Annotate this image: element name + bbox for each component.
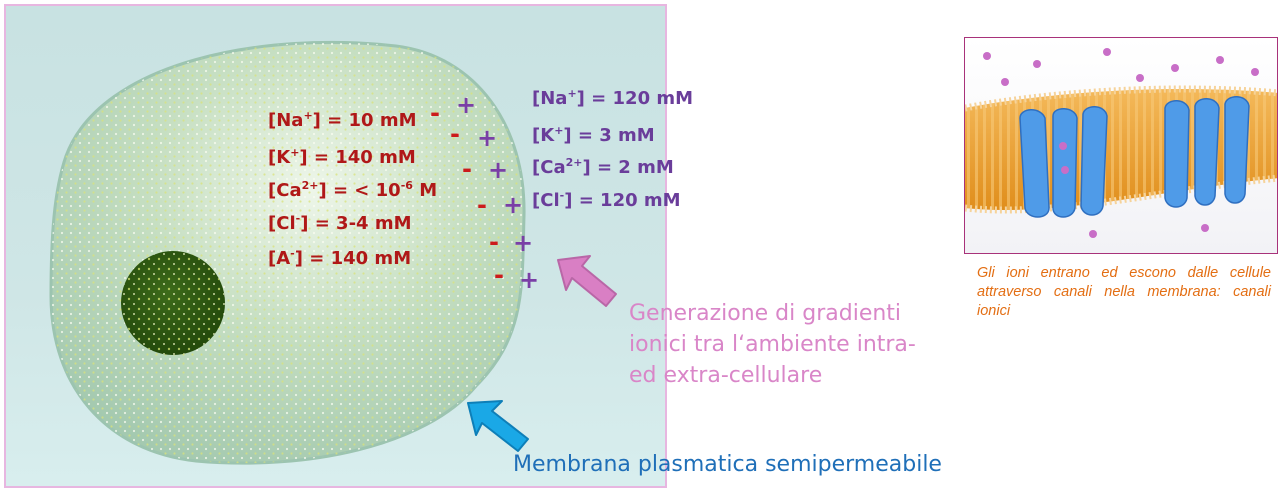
extra-cl-label: [Cl-] = 120 mM <box>532 189 681 211</box>
cell-diagram-panel <box>4 4 667 488</box>
plus-sign: + <box>488 156 509 184</box>
plus-sign: + <box>503 191 524 219</box>
gradient-caption: Generazione di gradienti ionici tra l‘am… <box>629 301 916 388</box>
minus-sign: - <box>462 155 472 183</box>
intra-cl-label: [Cl-] = 3-4 mM <box>268 212 412 234</box>
extra-na-label: [Na+] = 120 mM <box>532 87 694 109</box>
extra-k-label: [K+] = 3 mM <box>532 124 655 146</box>
pink-arrow-icon <box>557 255 617 307</box>
channels-caption: Gli ioni entrano ed escono dalle cellule… <box>977 265 1271 319</box>
intra-na-label: [Na+] = 10 mM <box>268 109 417 131</box>
plus-sign: + <box>456 91 477 119</box>
plus-sign: + <box>519 266 540 294</box>
cell-illustration <box>49 40 526 465</box>
intra-a-label: [A-] = 140 mM <box>268 247 412 269</box>
plus-sign: + <box>513 229 534 257</box>
blue-arrow-icon <box>467 400 529 452</box>
minus-sign: - <box>430 99 440 127</box>
minus-sign: - <box>477 191 487 219</box>
plus-sign: + <box>477 124 498 152</box>
minus-sign: - <box>450 120 460 148</box>
minus-sign: - <box>489 228 499 256</box>
extra-ca-label: [Ca2+] = 2 mM <box>532 156 674 178</box>
minus-sign: - <box>494 261 504 289</box>
membrane-caption: Membrana plasmatica semipermeabile <box>513 452 942 477</box>
ion-channel-picture <box>965 38 1277 253</box>
intra-k-label: [K+] = 140 mM <box>268 146 416 168</box>
ion-channel-illustration <box>964 37 1278 254</box>
intra-ca-label: [Ca2+] = < 10-6 M <box>268 179 438 201</box>
